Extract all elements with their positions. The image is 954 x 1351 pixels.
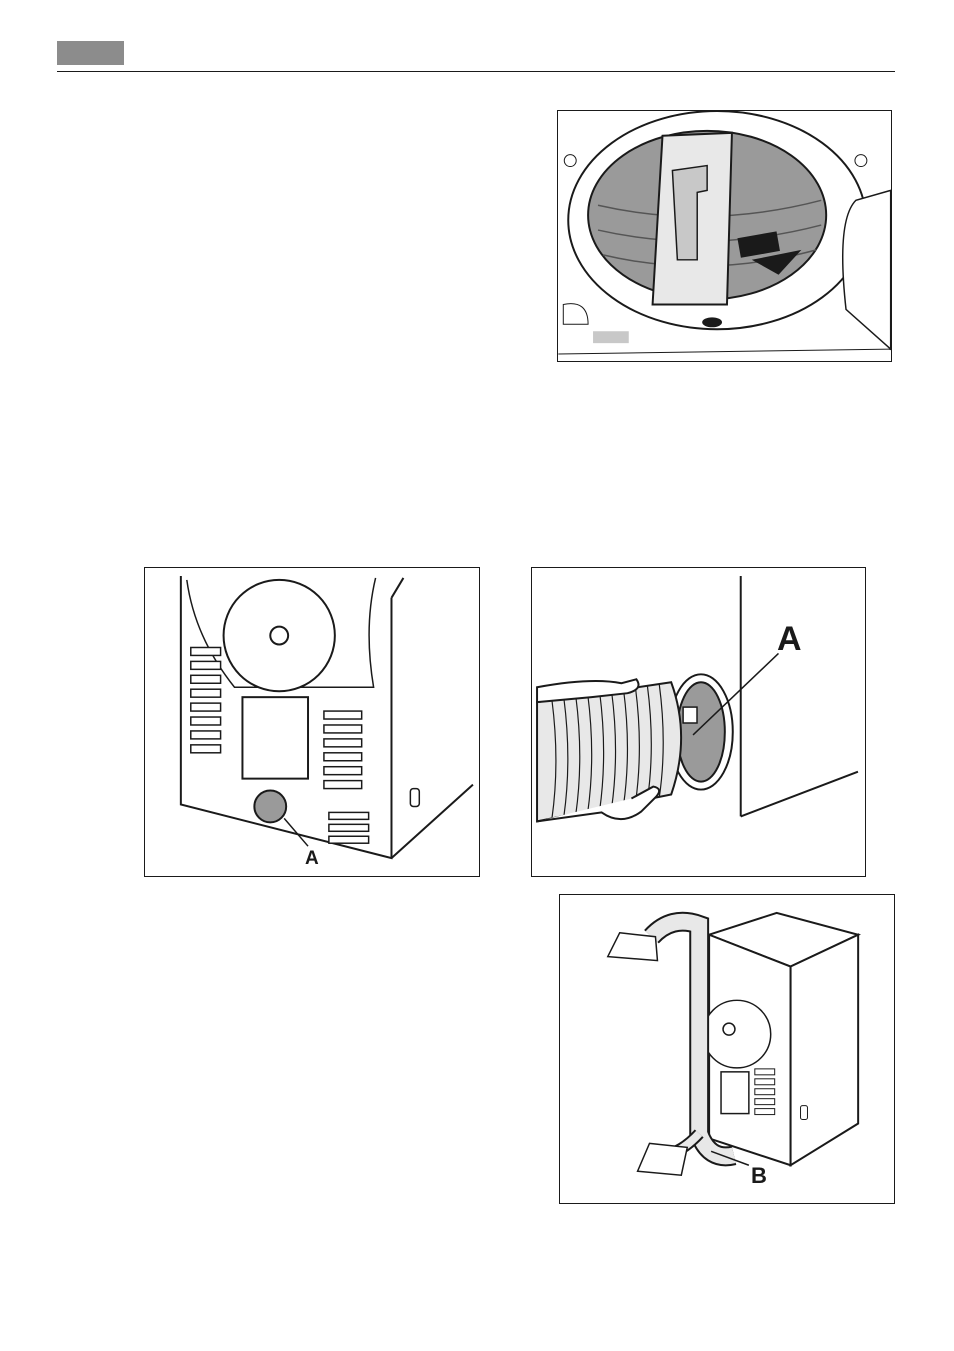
dryer-rear-vent-illustration bbox=[145, 568, 479, 876]
hose-routing-dryer-illustration bbox=[560, 895, 894, 1203]
header-rule bbox=[57, 71, 895, 72]
callout-label-b: B bbox=[751, 1163, 767, 1189]
figure-filter-drum bbox=[557, 110, 892, 362]
callout-label-a: A bbox=[777, 620, 802, 659]
figure-hose-attach: A bbox=[531, 567, 866, 877]
callout-label-a: A bbox=[305, 848, 319, 870]
figure-rear-view: A bbox=[144, 567, 480, 877]
header-tab bbox=[57, 41, 124, 65]
drum-filter-removal-illustration bbox=[558, 111, 891, 361]
hose-attach-hand-illustration bbox=[532, 568, 865, 876]
figure-hose-routing: B bbox=[559, 894, 895, 1204]
